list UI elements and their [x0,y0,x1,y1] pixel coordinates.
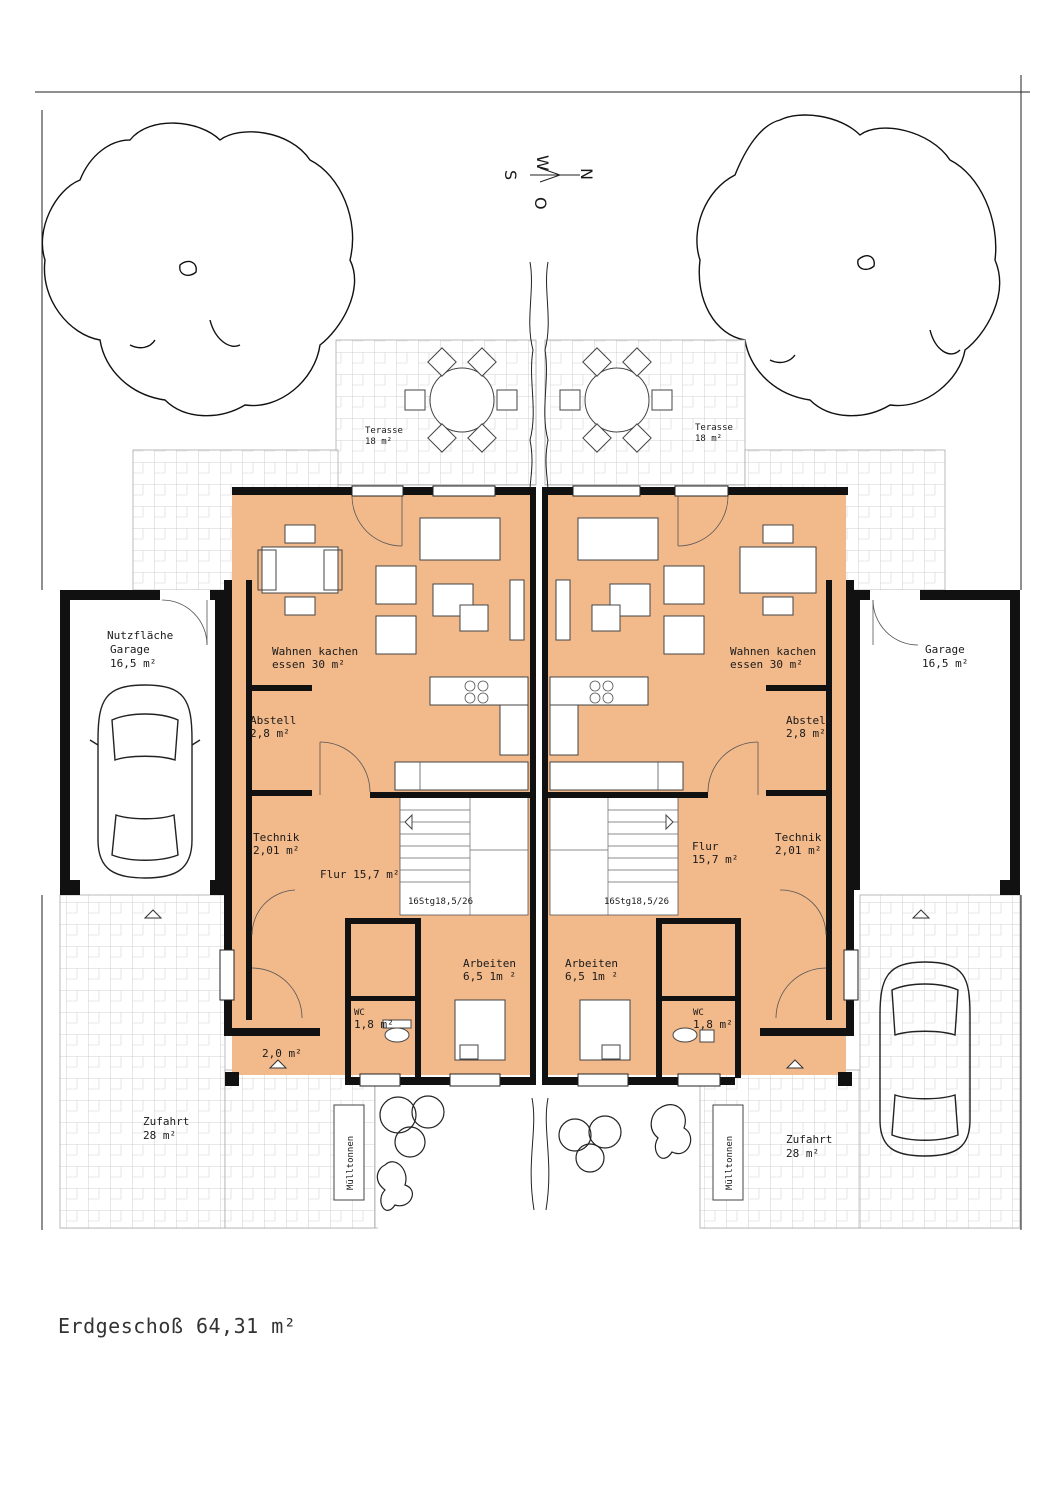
wc-left-name: WC [354,1008,365,1018]
storage-left-name: Abstell [250,714,296,727]
wc-right [672,1027,715,1043]
bins-right [712,1104,744,1201]
compass-s: S [501,170,520,180]
kitchen-left [394,676,529,791]
driveway-left-name: Zufahrt [143,1115,189,1128]
living-left-area: essen 30 m² [272,658,345,671]
doors [251,495,827,1019]
terrace-right-name: Terasse [695,423,733,433]
office-right-area: 6,5 1m ² [565,970,618,983]
garage-left-area: 16,5 m² [110,657,156,670]
compass-n: N [577,168,596,180]
tree-right [696,114,1001,417]
floor-caption: Erdgeschoß 64,31 m² [58,1314,297,1338]
compass-o: O [531,197,550,210]
living-right-name: Wahnen kachen [730,645,816,658]
wc-left-area: 1,8 m² [354,1018,394,1031]
technik-left-name: Technik [253,831,300,844]
garage-left-name: Nutzfläche [107,629,173,642]
hall-right-name: Flur [692,840,719,853]
storage-left-area: 2,8 m² [250,727,290,740]
hall-left-name: Flur 15,7 m² [320,868,399,881]
office-right [579,999,631,1061]
living-right-area: essen 30 m² [730,658,803,671]
paving [59,449,1021,1229]
technik-left-area: 2,01 m² [253,844,299,857]
driveway-left-area: 28 m² [143,1129,176,1142]
furniture-right [555,517,817,655]
entry-markers [143,909,931,1086]
garage-right-name: Garage [925,643,965,656]
walls [224,487,854,1085]
compass-w: W [533,155,552,171]
stairs-left [399,796,529,916]
terrace-right-area: 18 m² [695,434,722,444]
terrace-left-name: Terasse [365,426,403,436]
hall-right-area: 15,7 m² [692,853,738,866]
bins-left [333,1104,365,1201]
terrace-left-area: 18 m² [365,437,392,447]
kitchen-right [549,676,684,791]
garage-right-area: 16,5 m² [922,657,968,670]
wc-left [382,1019,412,1043]
stairs-right-label: 16Stg18,5/26 [604,897,669,907]
entry-left-area: 2,0 m² [262,1047,302,1060]
storage-right-area: 2,8 m² [786,727,826,740]
tree-left [41,122,356,417]
technik-right-name: Technik [775,831,822,844]
office-right-name: Arbeiten [565,957,618,970]
compass: W S N O [501,155,596,210]
office-left [454,999,506,1061]
bins-left-label: Mülltonnen [346,1136,356,1190]
car-right [879,961,971,1157]
hedge-center [529,261,550,1211]
stairs-left-label: 16Stg18,5/26 [408,897,473,907]
technik-right-area: 2,01 m² [775,844,821,857]
terrace-left-paving [335,339,537,486]
driveway-right-name: Zufahrt [786,1133,832,1146]
furniture-left [257,517,525,655]
office-left-name: Arbeiten [463,957,516,970]
bins-right-label: Mülltonnen [725,1136,735,1190]
garage-left-name2: Garage [110,643,150,656]
stairs-right [549,796,679,916]
car-left [89,684,201,879]
terrace-right-paving [544,339,746,486]
shrubs [376,1095,692,1211]
office-left-area: 6,5 1m ² [463,970,516,983]
garage-left [60,590,230,895]
garage-right [850,590,1020,895]
storage-right-name: Abstell [786,714,832,727]
wc-right-name: WC [693,1008,704,1018]
windows [219,485,859,1087]
driveway-right-area: 28 m² [786,1147,819,1160]
wc-right-area: 1,8 m² [693,1018,733,1031]
living-left-name: Wahnen kachen [272,645,358,658]
